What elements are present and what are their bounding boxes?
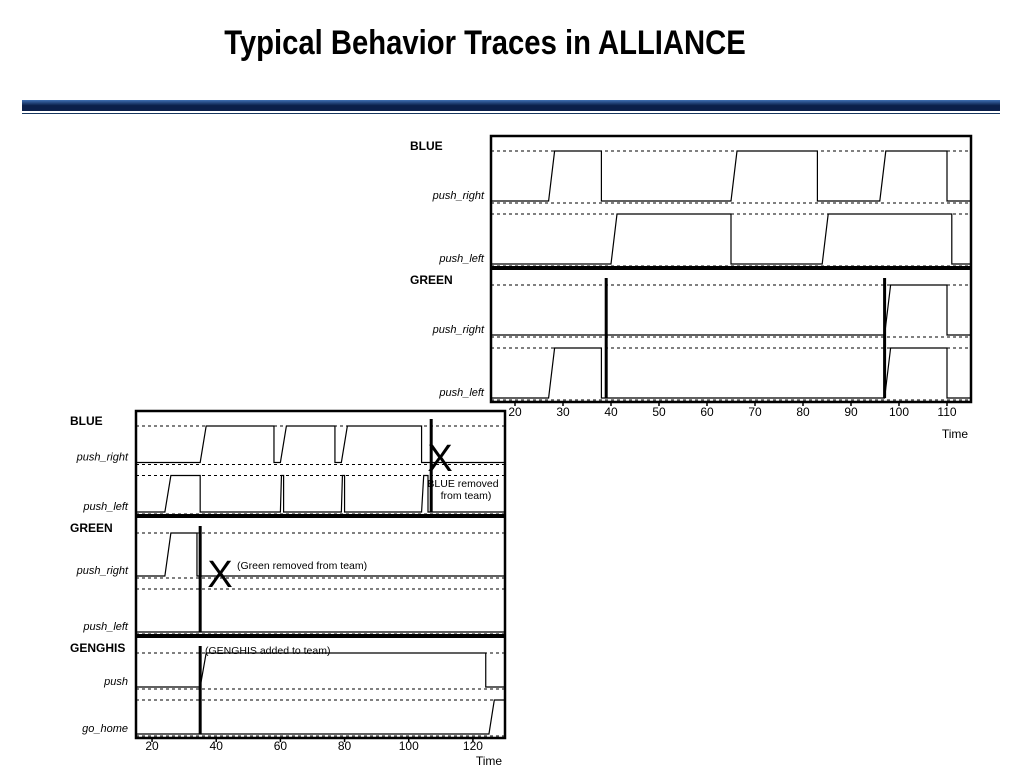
behavior-label: push_left [82, 501, 129, 513]
behavior-label: push_right [76, 452, 129, 464]
x-tick-label: 50 [652, 405, 666, 419]
event-annotation: (Green removed from team) [237, 560, 367, 572]
robot-label: GENGHIS [70, 641, 125, 655]
behavior-label: push_left [438, 253, 485, 265]
behavior-label: push_right [432, 190, 485, 202]
x-tick-label: 100 [399, 739, 419, 753]
behavior-trace [136, 474, 505, 513]
robot-label: GREEN [410, 273, 453, 287]
behavior-label: push_left [82, 621, 129, 633]
x-tick-label: 20 [145, 739, 159, 753]
x-tick-label: 70 [748, 405, 762, 419]
behavior-trace [136, 532, 505, 577]
behavior-label: push_left [438, 387, 485, 399]
x-tick-label: 80 [796, 405, 810, 419]
removal-x-marker: X [207, 554, 232, 596]
event-annotation: BLUE removed [427, 478, 498, 490]
x-tick-label: 80 [338, 739, 352, 753]
x-tick-label: 100 [889, 405, 909, 419]
behavior-label: push [103, 676, 128, 688]
x-tick-label: 90 [844, 405, 858, 419]
x-tick-label: 40 [210, 739, 224, 753]
x-tick-label: 60 [700, 405, 714, 419]
title-rule-thin [22, 113, 1000, 114]
x-tick-label: 60 [274, 739, 288, 753]
robot-label: GREEN [70, 521, 113, 535]
slide-title: Typical Behavior Traces in ALLIANCE [224, 24, 746, 62]
behavior-label: go_home [82, 723, 128, 735]
event-annotation: from team) [441, 490, 492, 502]
behavior-label: push_right [432, 324, 485, 336]
behavior-trace [136, 425, 505, 464]
x-axis-label: Time [942, 427, 969, 441]
chart-frame [134, 409, 507, 740]
behavior-trace [136, 699, 506, 735]
robot-label: BLUE [70, 414, 103, 428]
behavior-trace [491, 347, 971, 399]
x-tick-label: 20 [508, 405, 522, 419]
behavior-trace [136, 652, 505, 688]
x-axis-label: Time [476, 754, 503, 768]
behavior-trace [491, 150, 971, 202]
behavior-trace [491, 284, 971, 336]
robot-label: BLUE [410, 139, 443, 153]
x-tick-label: 120 [463, 739, 483, 753]
removal-x-marker: X [427, 438, 452, 480]
x-tick-label: 30 [556, 405, 570, 419]
behavior-label: push_right [76, 565, 129, 577]
behavior-trace [491, 213, 971, 265]
title-rule [22, 100, 1000, 111]
x-tick-label: 110 [937, 405, 956, 419]
x-tick-label: 40 [604, 405, 618, 419]
event-annotation: (GENGHIS added to team) [205, 645, 330, 657]
